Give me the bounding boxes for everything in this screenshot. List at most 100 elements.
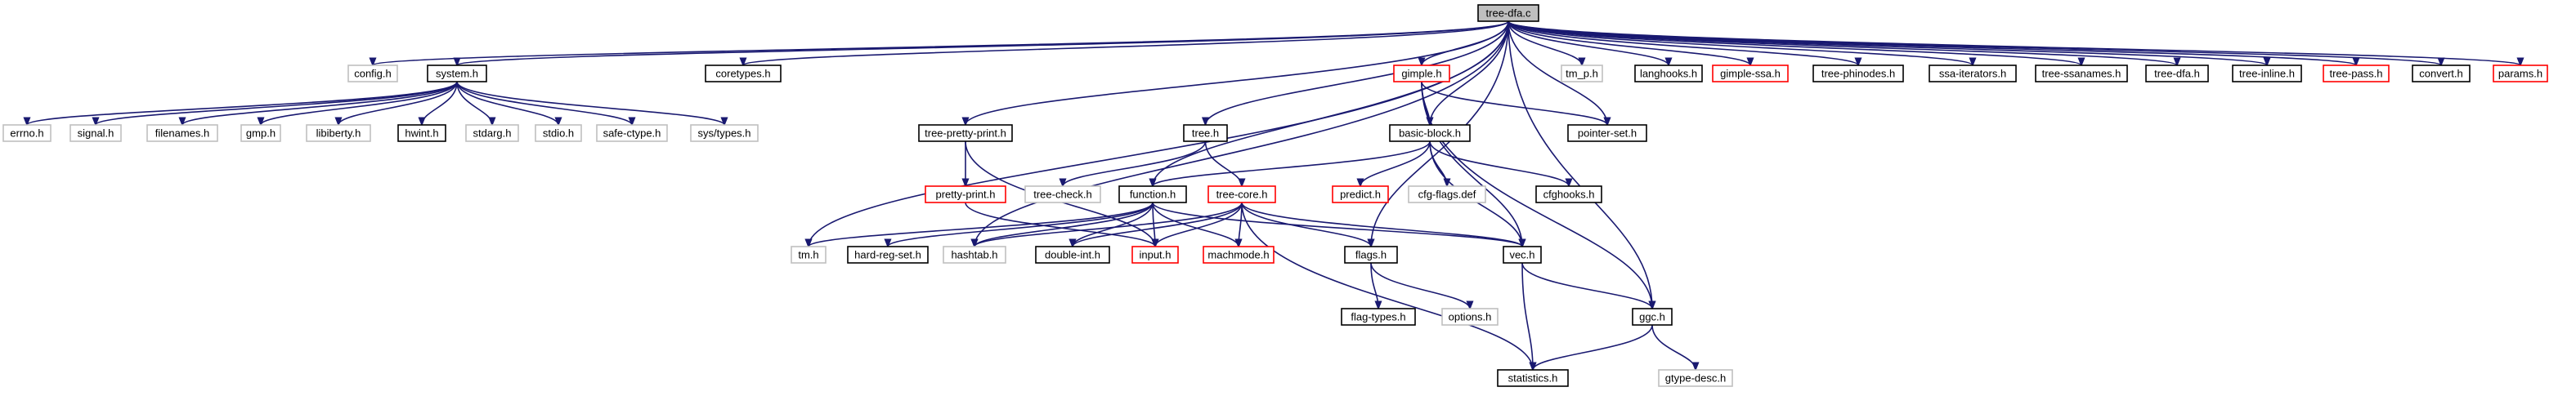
node-vec-h[interactable]: vec.h: [1503, 246, 1542, 264]
node-label-double-int-h: double-int.h: [1045, 249, 1100, 261]
node-label-stdarg-h: stdarg.h: [473, 127, 512, 140]
node-convert-h[interactable]: convert.h: [2412, 65, 2471, 82]
node-hashtab-h[interactable]: hashtab.h: [943, 246, 1006, 264]
node-box-gimple-ssa-h: [1712, 65, 1789, 82]
node-safe-ctype-h[interactable]: safe-ctype.h: [596, 124, 668, 142]
edge-tree-dfa-c-to-tree-h: [1206, 20, 1509, 125]
node-hard-reg-set-h[interactable]: hard-reg-set.h: [847, 246, 929, 264]
node-label-flags-h: flags.h: [1355, 249, 1387, 261]
node-gmp-h[interactable]: gmp.h: [240, 124, 281, 142]
node-double-int-h[interactable]: double-int.h: [1035, 246, 1110, 264]
node-box-gtype-desc-h: [1658, 369, 1733, 387]
node-tree-ssanames-h[interactable]: tree-ssanames.h: [2035, 65, 2128, 82]
node-tree-h[interactable]: tree.h: [1183, 124, 1228, 142]
node-basic-block-h[interactable]: basic-block.h: [1389, 124, 1471, 142]
edge-tree-core-h-to-double-int-h: [1073, 202, 1243, 247]
node-label-gimple-ssa-h: gimple-ssa.h: [1720, 68, 1781, 80]
node-box-tree-pretty-print-h: [918, 124, 1013, 142]
node-tree-check-h[interactable]: tree-check.h: [1024, 185, 1101, 203]
node-label-tm-p-h: tm_p.h: [1566, 68, 1598, 80]
node-tm-h[interactable]: tm.h: [791, 246, 827, 264]
edge-tree-dfa-c-to-tm-p-h: [1508, 20, 1582, 65]
node-stdio-h[interactable]: stdio.h: [535, 124, 582, 142]
node-box-errno-h: [2, 124, 52, 142]
node-label-coretypes-h: coretypes.h: [715, 68, 770, 80]
node-pointer-set-h[interactable]: pointer-set.h: [1567, 124, 1647, 142]
node-tm-p-h[interactable]: tm_p.h: [1561, 65, 1603, 82]
node-stdarg-h[interactable]: stdarg.h: [465, 124, 519, 142]
node-cfghooks-h[interactable]: cfghooks.h: [1535, 185, 1602, 203]
node-pretty-print-h[interactable]: pretty-print.h: [925, 185, 1006, 203]
edge-system-h-to-filenames-h: [182, 81, 458, 126]
node-gimple-h[interactable]: gimple.h: [1393, 65, 1450, 82]
node-box-ggc-h: [1632, 308, 1673, 326]
node-errno-h[interactable]: errno.h: [2, 124, 52, 142]
node-box-statistics-h: [1497, 369, 1569, 387]
node-label-tree-phinodes-h: tree-phinodes.h: [1821, 68, 1895, 80]
node-label-options-h: options.h: [1449, 311, 1492, 323]
node-label-hashtab-h: hashtab.h: [951, 249, 997, 261]
edge-tree-dfa-c-to-gimple-h: [1422, 20, 1509, 65]
node-cfg-flags-def[interactable]: cfg-flags.def: [1408, 185, 1486, 203]
node-sys-types-h[interactable]: sys/types.h: [690, 124, 759, 142]
edge-gimple-h-to-pointer-set-h: [1421, 81, 1607, 125]
node-box-signal-h: [69, 124, 122, 142]
node-ssa-iterators-h[interactable]: ssa-iterators.h: [1929, 65, 2017, 82]
node-langhooks-h[interactable]: langhooks.h: [1634, 65, 1703, 82]
node-gimple-ssa-h[interactable]: gimple-ssa.h: [1712, 65, 1789, 82]
edge-system-h-to-hwint-h: [422, 81, 458, 125]
node-flag-types-h[interactable]: flag-types.h: [1341, 308, 1416, 326]
node-label-safe-ctype-h: safe-ctype.h: [603, 127, 661, 140]
node-box-hwint-h: [397, 124, 446, 142]
node-tree-dfa-h[interactable]: tree-dfa.h: [2145, 65, 2209, 82]
node-tree-pass-h[interactable]: tree-pass.h: [2323, 65, 2390, 82]
node-box-config-h: [347, 65, 398, 82]
edge-function-h-to-hashtab-h: [974, 202, 1154, 247]
node-tree-phinodes-h[interactable]: tree-phinodes.h: [1812, 65, 1904, 82]
node-system-h[interactable]: system.h: [427, 65, 487, 82]
node-label-cfg-flags-def: cfg-flags.def: [1418, 189, 1476, 201]
node-label-tree-pretty-print-h: tree-pretty-print.h: [925, 127, 1006, 140]
node-box-tree-pass-h: [2323, 65, 2390, 82]
edge-tree-core-h-to-statistics-h: [1241, 202, 1533, 370]
node-params-h[interactable]: params.h: [2493, 65, 2548, 82]
node-box-convert-h: [2412, 65, 2471, 82]
node-tree-inline-h[interactable]: tree-inline.h: [2232, 65, 2302, 82]
node-box-tm-p-h: [1561, 65, 1603, 82]
node-signal-h[interactable]: signal.h: [69, 124, 122, 142]
node-tree-core-h[interactable]: tree-core.h: [1207, 185, 1276, 203]
node-label-predict-h: predict.h: [1340, 189, 1381, 201]
edge-tree-dfa-c-to-ggc-h: [1508, 20, 1652, 309]
edge-tree-dfa-c-to-params-h: [1508, 20, 2520, 65]
node-function-h[interactable]: function.h: [1118, 185, 1187, 203]
node-box-tree-inline-h: [2232, 65, 2302, 82]
node-flags-h[interactable]: flags.h: [1344, 246, 1398, 264]
node-tree-dfa-c[interactable]: tree-dfa.c: [1477, 4, 1539, 22]
node-label-gtype-desc-h: gtype-desc.h: [1665, 372, 1726, 385]
node-box-tree-ssanames-h: [2035, 65, 2128, 82]
node-machmode-h[interactable]: machmode.h: [1203, 246, 1275, 264]
node-options-h[interactable]: options.h: [1441, 308, 1499, 326]
node-hwint-h[interactable]: hwint.h: [397, 124, 446, 142]
node-label-signal-h: signal.h: [78, 127, 114, 140]
edge-function-h-to-tm-h: [809, 202, 1154, 247]
node-label-flag-types-h: flag-types.h: [1351, 311, 1405, 323]
node-label-input-h: input.h: [1139, 249, 1171, 261]
node-box-predict-h: [1332, 185, 1389, 203]
node-box-params-h: [2493, 65, 2548, 82]
edge-system-h-to-safe-ctype-h: [456, 81, 632, 125]
node-libiberty-h[interactable]: libiberty.h: [306, 124, 371, 142]
node-gtype-desc-h[interactable]: gtype-desc.h: [1658, 369, 1733, 387]
node-label-cfghooks-h: cfghooks.h: [1543, 189, 1595, 201]
node-predict-h[interactable]: predict.h: [1332, 185, 1389, 203]
edge-tree-dfa-c-to-flags-h: [1371, 20, 1509, 247]
node-filenames-h[interactable]: filenames.h: [146, 124, 218, 142]
node-label-sys-types-h: sys/types.h: [697, 127, 750, 140]
node-input-h[interactable]: input.h: [1131, 246, 1179, 264]
node-config-h[interactable]: config.h: [347, 65, 398, 82]
node-coretypes-h[interactable]: coretypes.h: [705, 65, 782, 82]
node-tree-pretty-print-h[interactable]: tree-pretty-print.h: [918, 124, 1013, 142]
node-statistics-h[interactable]: statistics.h: [1497, 369, 1569, 387]
node-box-tree-dfa-c: [1477, 4, 1539, 22]
node-ggc-h[interactable]: ggc.h: [1632, 308, 1673, 326]
